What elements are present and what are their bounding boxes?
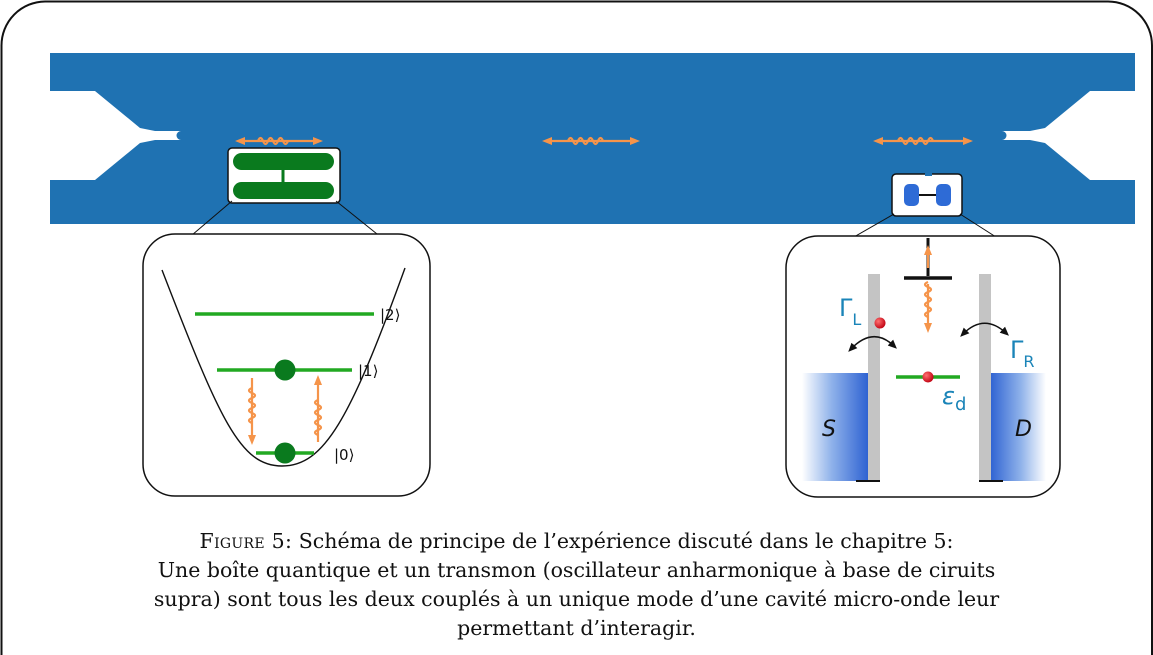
- cavity-photons: [235, 136, 973, 146]
- source-lead: [802, 373, 868, 481]
- tunnel-arrow-left: [848, 336, 897, 352]
- wavy-photon-icon: [873, 136, 973, 146]
- caption-line-2: Une boîte quantique et un transmon (osci…: [157, 558, 996, 582]
- cavity-gap-left: [44, 91, 52, 180]
- wavy-photon-icon: [235, 136, 323, 146]
- caption-line-1: Schéma de principe de l’expérience discu…: [298, 529, 954, 553]
- caption-line-3: supra) sont tous les deux couplés à un u…: [153, 587, 1000, 611]
- tunnel-arrow-right: [960, 322, 1009, 337]
- drain-label: D: [1015, 417, 1032, 442]
- state-dot-1: [274, 359, 296, 381]
- ket-1-label: |1⟩: [358, 362, 378, 380]
- ket-0-label: |0⟩: [334, 446, 354, 464]
- electron-icon: [922, 371, 934, 383]
- state-dot-0: [274, 442, 296, 464]
- figure-label: Figure 5:: [199, 529, 293, 553]
- figure-caption: Figure 5: Schéma de principe de l’expéri…: [60, 527, 1093, 643]
- gamma-l-label: ΓL: [839, 294, 861, 329]
- barrier-left: [868, 274, 880, 481]
- wavy-photon-icon: [923, 245, 933, 333]
- wavy-photon-icon: [542, 136, 640, 146]
- transmon-icon: [227, 147, 341, 204]
- ket-2-label: |2⟩: [380, 306, 400, 324]
- barrier-right: [979, 274, 991, 481]
- transmon-zoom-box: |2⟩ |1⟩ |0⟩: [142, 233, 431, 497]
- caption-line-4: permettant d’interagir.: [457, 616, 696, 640]
- drain-lead: [990, 373, 1046, 481]
- quantum-dot-icon: [891, 140, 963, 217]
- gamma-r-label: ΓR: [1010, 336, 1035, 371]
- source-label: S: [822, 417, 836, 442]
- wavy-photon-icon: [313, 375, 323, 442]
- epsilon-d-label: εd: [942, 382, 966, 415]
- potential-well: [161, 267, 406, 467]
- dot-zoom-box: ΓL ΓR εd S D: [785, 235, 1061, 498]
- wavy-photon-icon: [247, 378, 257, 445]
- electron-icon: [874, 317, 886, 329]
